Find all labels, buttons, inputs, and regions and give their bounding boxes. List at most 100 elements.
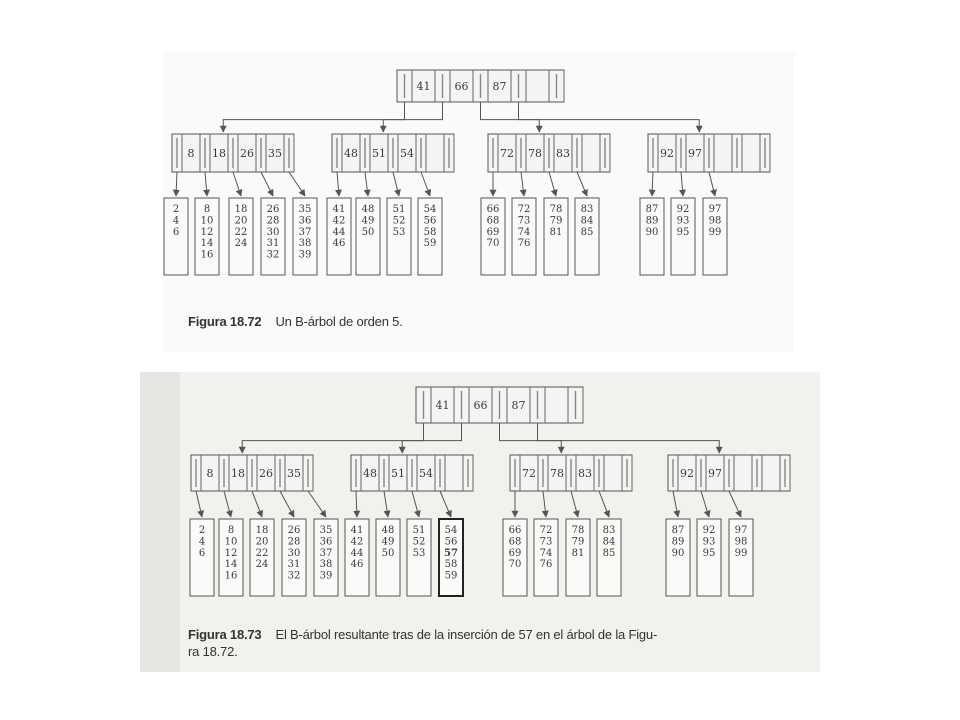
leaf-edge	[678, 171, 686, 197]
leaf-key: 49	[362, 215, 375, 226]
leaf-edge	[541, 490, 549, 518]
leaf-edge	[195, 490, 204, 518]
tree-edge	[219, 102, 405, 133]
node-key: 97	[688, 147, 702, 160]
leaf-edge	[708, 171, 717, 197]
leaf-key: 50	[382, 548, 395, 559]
node-key: 26	[240, 147, 254, 160]
leaf-key: 83	[603, 525, 616, 536]
leaf-key: 30	[288, 548, 301, 559]
leaf-edge	[439, 490, 452, 518]
leaf-key: 52	[413, 536, 426, 547]
node-key: 83	[556, 147, 570, 160]
leaf-edge	[728, 490, 742, 518]
leaf-key: 93	[677, 215, 690, 226]
leaf-key: 51	[413, 525, 426, 536]
leaf-key: 4	[173, 215, 179, 226]
leaf-key: 22	[235, 227, 248, 238]
leaf-key: 87	[646, 204, 659, 215]
leaf-edge	[598, 490, 611, 518]
node-key: 92	[680, 467, 694, 480]
leaf-key: 98	[709, 215, 722, 226]
leaf-key: 89	[646, 215, 659, 226]
leaf-key: 8	[228, 525, 234, 536]
leaf-key: 16	[225, 571, 238, 582]
leaf-key: 42	[351, 536, 364, 547]
figure-1-label: Figura 18.72	[188, 314, 262, 329]
leaf-key: 72	[540, 525, 553, 536]
node-key: 26	[259, 467, 273, 480]
leaf-key: 44	[333, 227, 346, 238]
leaf-key: 36	[320, 536, 333, 547]
leaf-key: 99	[709, 227, 722, 238]
leaf-key: 84	[581, 215, 594, 226]
node-key: 41	[417, 80, 431, 93]
leaf-key: 70	[509, 559, 522, 570]
leaf-key: 84	[603, 536, 616, 547]
leaf-key: 66	[487, 204, 500, 215]
leaf-key: 26	[267, 204, 280, 215]
node-key: 18	[231, 467, 245, 480]
leaf-edge	[420, 171, 432, 197]
leaf-key: 74	[518, 227, 531, 238]
leaf-key: 53	[413, 548, 426, 559]
node-key: 97	[708, 467, 722, 480]
leaf-key: 41	[333, 204, 346, 215]
leaf-key: 49	[382, 536, 395, 547]
leaf-key: 69	[487, 227, 500, 238]
leaf-edge	[383, 490, 391, 518]
leaf-key: 10	[225, 536, 238, 547]
node-key: 18	[212, 147, 226, 160]
leaf-key: 89	[672, 536, 685, 547]
leaf-key: 90	[672, 548, 685, 559]
leaf-edge	[411, 490, 421, 518]
leaf-key: 58	[424, 227, 437, 238]
leaf-key: 4	[199, 536, 205, 547]
node-key: 54	[400, 147, 414, 160]
node-key: 48	[363, 467, 377, 480]
leaf-key: 10	[201, 215, 214, 226]
node-key: 54	[419, 467, 433, 480]
tree-edge	[238, 423, 424, 454]
leaf-key: 54	[424, 204, 437, 215]
leaf-key: 38	[320, 559, 333, 570]
leaf-key: 59	[445, 571, 458, 582]
leaf-key: 85	[581, 227, 594, 238]
leaf-edge	[334, 171, 342, 197]
leaf-node: 246	[163, 197, 189, 276]
leaf-key: 35	[299, 204, 312, 215]
leaf-key: 97	[735, 525, 748, 536]
leaf-key: 92	[677, 204, 690, 215]
leaf-key: 93	[703, 536, 716, 547]
leaf-key: 39	[299, 250, 312, 261]
leaf-key: 58	[445, 559, 458, 570]
leaf-key: 72	[518, 204, 531, 215]
leaf-key: 30	[267, 227, 280, 238]
leaf-key: 79	[572, 536, 585, 547]
node-key: 8	[188, 147, 195, 160]
tree-edge	[379, 102, 443, 133]
leaf-key: 95	[677, 227, 690, 238]
leaf-edge	[363, 171, 371, 197]
leaf-key: 85	[603, 548, 616, 559]
leaf-edge	[279, 490, 295, 518]
leaf-key: 98	[735, 536, 748, 547]
